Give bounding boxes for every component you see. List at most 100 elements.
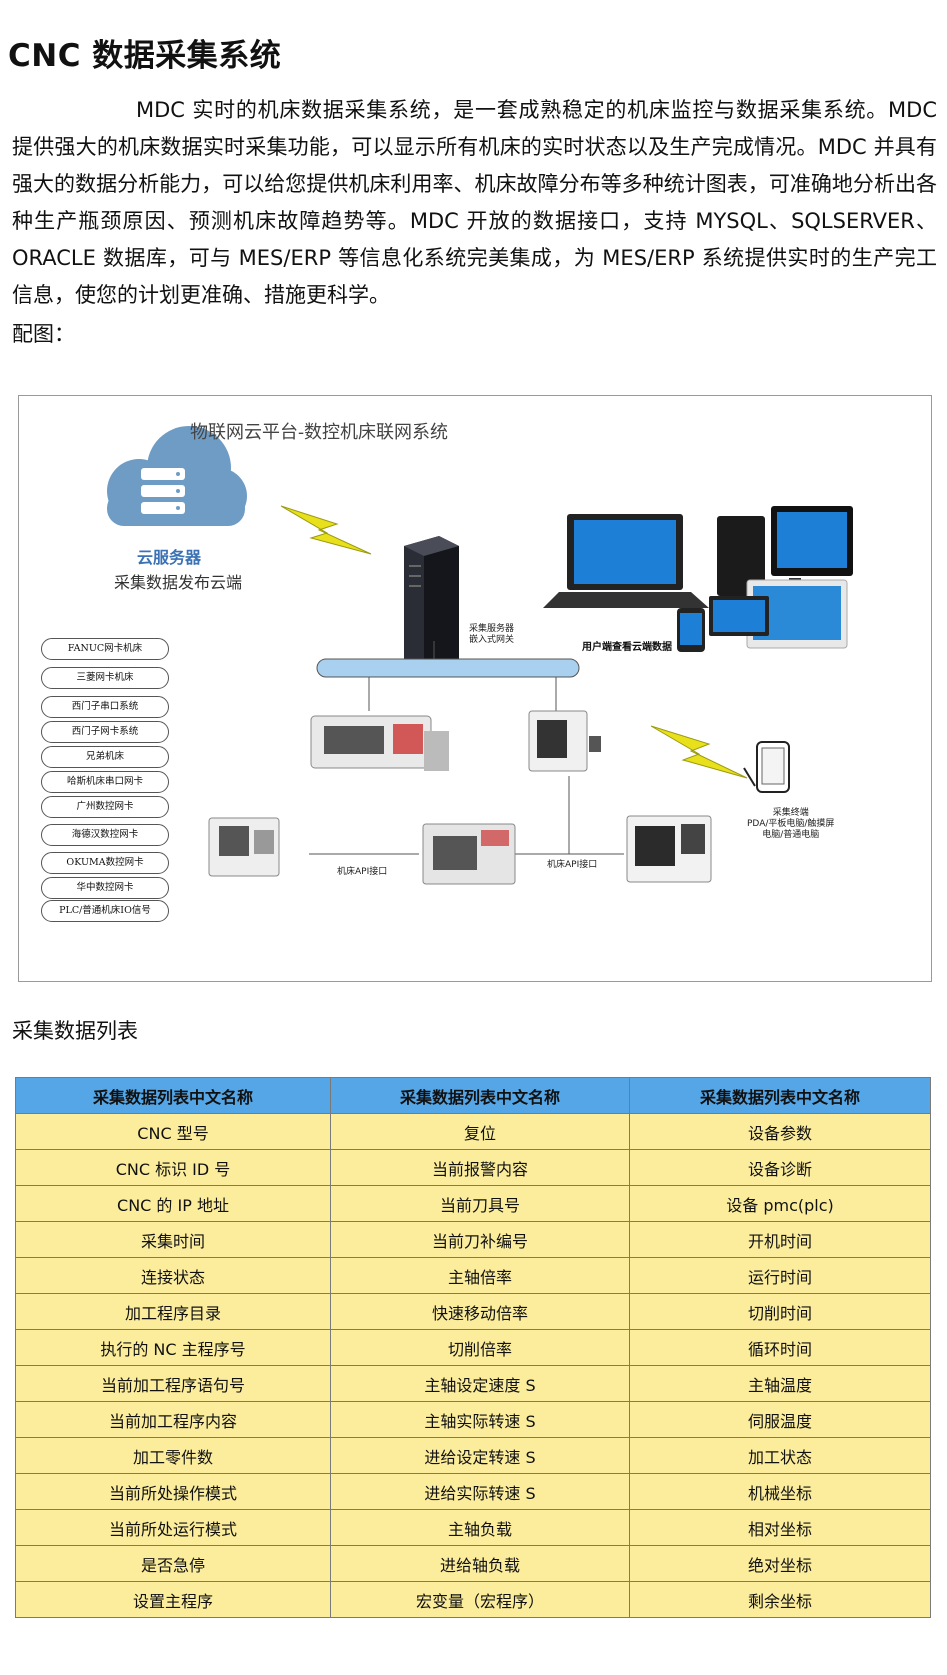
controller-pill: 兄弟机床: [41, 746, 169, 768]
table-cell: 设备 pmc(plc): [629, 1185, 931, 1222]
table-cell: 进给设定转速 S: [330, 1437, 630, 1474]
table-row: CNC 型号复位设备参数: [15, 1113, 931, 1150]
table-row: 采集时间当前刀补编号开机时间: [15, 1221, 931, 1258]
controller-pill: 广州数控网卡: [41, 796, 169, 818]
table-cell: 当前所处操作模式: [15, 1473, 331, 1510]
terminal-label-line2: PDA/平板电脑/触摸屏: [747, 819, 835, 829]
diagram-title: 物联网云平台-数控机床联网系统: [189, 422, 449, 443]
table-cell: 连接状态: [15, 1257, 331, 1294]
cnc-lathe-icon: [310, 715, 449, 771]
controller-pill: 哈斯机床串口网卡: [41, 771, 169, 793]
horizontal-machining-icon: [422, 823, 516, 885]
table-cell: 快速移动倍率: [330, 1293, 630, 1330]
table-cell: 切削时间: [629, 1293, 931, 1330]
server-label: 采集服务器 嵌入式网关: [469, 624, 514, 646]
controller-pill: 海德汉数控网卡: [41, 824, 169, 846]
table-cell: 设备参数: [629, 1113, 931, 1150]
table-cell: 当前刀补编号: [330, 1221, 630, 1258]
page-title: CNC 数据采集系统: [8, 38, 282, 74]
table-row: 执行的 NC 主程序号切削倍率循环时间: [15, 1329, 931, 1366]
section-title: 采集数据列表: [12, 1019, 138, 1043]
table-cell: 运行时间: [629, 1257, 931, 1294]
machining-center-icon: [528, 710, 601, 772]
table-cell: 采集时间: [15, 1221, 331, 1258]
cloud-server-sublabel: 采集数据发布云端: [114, 573, 243, 592]
terminal-label-line3: 电脑/普通电脑: [762, 830, 820, 840]
table-cell: 循环时间: [629, 1329, 931, 1366]
table-cell: 进给实际转速 S: [330, 1473, 630, 1510]
server-label-line1: 采集服务器: [469, 624, 515, 634]
table-cell: 宏变量（宏程序）: [330, 1581, 630, 1618]
table-cell: 开机时间: [629, 1221, 931, 1258]
table-cell: 进给轴负载: [330, 1545, 630, 1582]
controller-pill: OKUMA数控网卡: [41, 852, 169, 874]
table-cell: 主轴倍率: [330, 1257, 630, 1294]
api-label-left: 机床API接口: [337, 867, 388, 877]
robot-cell-icon: [208, 817, 280, 877]
pda-terminal-icon: [743, 741, 790, 793]
controller-pill: 三菱网卡机床: [41, 667, 169, 689]
cloud-server-icon: [107, 426, 247, 526]
table-row: 连接状态主轴倍率运行时间: [15, 1257, 931, 1294]
table-cell: 当前所处运行模式: [15, 1509, 331, 1546]
table-cell: 当前加工程序语句号: [15, 1365, 331, 1402]
table-cell: 加工程序目录: [15, 1293, 331, 1330]
lightning-icon: [280, 505, 372, 555]
server-tower-icon: [404, 536, 459, 674]
table-cell: 主轴设定速度 S: [330, 1365, 630, 1402]
table-cell: 设置主程序: [15, 1581, 331, 1618]
figure-caption: 配图：: [12, 322, 75, 346]
table-cell: CNC 的 IP 地址: [15, 1185, 331, 1222]
table-cell: 绝对坐标: [629, 1545, 931, 1582]
vertical-machining-icon: [626, 815, 712, 883]
network-bus: [316, 658, 580, 678]
table-cell: 设备诊断: [629, 1149, 931, 1186]
user-view-label: 用户端查看云端数据: [582, 642, 672, 653]
intro-paragraph: MDC 实时的机床数据采集系统，是一套成熟稳定的机床监控与数据采集系统。MDC …: [12, 92, 937, 314]
table-row: 当前所处运行模式主轴负载相对坐标: [15, 1509, 931, 1546]
table-cell: 剩余坐标: [629, 1581, 931, 1618]
laptop-icon: [543, 514, 709, 608]
controller-pill: PLC/普通机床IO信号: [41, 900, 169, 922]
table-cell: 主轴实际转速 S: [330, 1401, 630, 1438]
desktop-computer-icon: [677, 506, 853, 652]
table-cell: 当前报警内容: [330, 1149, 630, 1186]
table-cell: 相对坐标: [629, 1509, 931, 1546]
table-cell: 伺服温度: [629, 1401, 931, 1438]
table-cell: 复位: [330, 1113, 630, 1150]
table-header-cell: 采集数据列表中文名称: [15, 1077, 331, 1114]
table-cell: 是否急停: [15, 1545, 331, 1582]
table-cell: 当前加工程序内容: [15, 1401, 331, 1438]
table-cell: CNC 型号: [15, 1113, 331, 1150]
table-row: CNC 标识 ID 号当前报警内容设备诊断: [15, 1149, 931, 1186]
table-cell: 机械坐标: [629, 1473, 931, 1510]
table-cell: 加工状态: [629, 1437, 931, 1474]
table-row: CNC 的 IP 地址当前刀具号设备 pmc(plc): [15, 1185, 931, 1222]
controller-pill: 华中数控网卡: [41, 877, 169, 899]
controller-pill: 西门子串口系统: [41, 696, 169, 718]
terminal-label-line1: 采集终端: [772, 808, 809, 818]
controller-pill: FANUC网卡机床: [41, 638, 169, 660]
cloud-server-label: 云服务器: [137, 548, 202, 567]
lightning-icon-2: [650, 725, 748, 779]
diagram-graphics: [107, 426, 853, 885]
api-label-right: 机床API接口: [547, 860, 598, 870]
table-cell: 主轴温度: [629, 1365, 931, 1402]
table-row: 加工程序目录快速移动倍率切削时间: [15, 1293, 931, 1330]
intro-text: MDC 实时的机床数据采集系统，是一套成熟稳定的机床监控与数据采集系统。MDC …: [12, 98, 937, 307]
table-header-row: 采集数据列表中文名称 采集数据列表中文名称 采集数据列表中文名称: [15, 1077, 931, 1114]
server-label-line2: 嵌入式网关: [469, 635, 515, 645]
terminal-label: 采集终端 PDA/平板电脑/触摸屏 电脑/普通电脑: [747, 808, 834, 841]
controller-pill: 西门子网卡系统: [41, 721, 169, 743]
table-row: 设置主程序宏变量（宏程序）剩余坐标: [15, 1581, 931, 1618]
table-cell: 主轴负载: [330, 1509, 630, 1546]
table-cell: CNC 标识 ID 号: [15, 1149, 331, 1186]
network-diagram: 物联网云平台-数控机床联网系统 云服务器 采集数据发布云端 采集服务器 嵌入式网…: [18, 395, 932, 982]
table-row: 是否急停进给轴负载绝对坐标: [15, 1545, 931, 1582]
table-cell: 切削倍率: [330, 1329, 630, 1366]
data-list-table: 采集数据列表中文名称 采集数据列表中文名称 采集数据列表中文名称 CNC 型号复…: [15, 1077, 931, 1618]
table-header-cell: 采集数据列表中文名称: [330, 1077, 630, 1114]
